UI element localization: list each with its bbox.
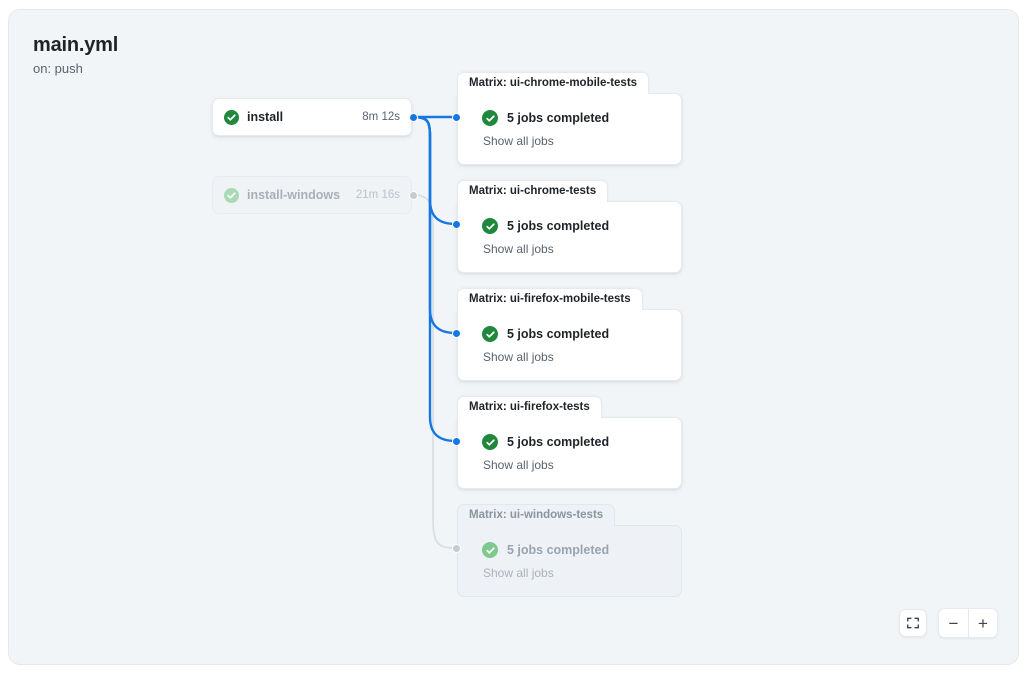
edge-install-to-ui-firefox-tests (413, 115, 457, 443)
edge-install-to-ui-chrome-tests (413, 115, 457, 226)
show-all-jobs-link[interactable]: Show all jobs (483, 350, 554, 364)
matrix-status-row: 5 jobs completed (482, 110, 663, 126)
matrix-status-text: 5 jobs completed (507, 435, 610, 449)
matrix-tab-label[interactable]: Matrix: ui-firefox-tests (457, 396, 602, 418)
matrix-card-body[interactable]: 5 jobs completed Show all jobs (457, 309, 682, 381)
workflow-canvas[interactable]: main.yml on: push install 8m 12s install… (8, 9, 1019, 665)
matrix-tab-label[interactable]: Matrix: ui-windows-tests (457, 504, 616, 526)
status-success-icon (482, 218, 498, 234)
handle-target-ui-chrome-mobile-tests[interactable] (452, 113, 461, 122)
job-name: install (247, 110, 284, 124)
matrix-card-body[interactable]: 5 jobs completed Show all jobs (457, 201, 682, 273)
status-success-icon (482, 326, 498, 342)
handle-target-ui-windows-tests[interactable] (452, 544, 461, 553)
handle-target-ui-chrome-tests[interactable] (452, 220, 461, 229)
matrix-card-body[interactable]: 5 jobs completed Show all jobs (457, 525, 682, 597)
status-success-icon (224, 187, 239, 203)
matrix-status-text: 5 jobs completed (507, 111, 610, 125)
zoom-in-button[interactable]: + (968, 609, 997, 637)
edge-install-to-ui-firefox-mobile-tests (413, 115, 457, 335)
matrix-group-ui-firefox-tests[interactable]: Matrix: ui-firefox-tests 5 jobs complete… (457, 396, 682, 489)
status-success-icon (482, 434, 498, 450)
fit-view-icon (907, 617, 919, 629)
plus-icon: + (978, 613, 988, 633)
job-name: install-windows (247, 188, 341, 202)
zoom-out-button[interactable]: − (939, 609, 968, 637)
matrix-tab-label[interactable]: Matrix: ui-chrome-tests (457, 180, 609, 202)
handle-target-ui-firefox-mobile-tests[interactable] (452, 329, 461, 338)
canvas-controls: − + (899, 608, 998, 638)
matrix-status-row: 5 jobs completed (482, 326, 663, 342)
workflow-header: main.yml on: push (33, 32, 118, 78)
matrix-status-text: 5 jobs completed (507, 327, 610, 341)
workflow-title: main.yml (33, 34, 119, 56)
status-success-icon (224, 109, 239, 125)
matrix-group-ui-chrome-tests[interactable]: Matrix: ui-chrome-tests 5 jobs completed… (457, 180, 682, 273)
matrix-status-text: 5 jobs completed (507, 543, 610, 557)
handle-source-install[interactable] (409, 113, 418, 122)
workflow-trigger: on: push (33, 61, 83, 76)
matrix-status-row: 5 jobs completed (482, 434, 663, 450)
fit-view-button[interactable] (899, 609, 927, 637)
matrix-group-ui-windows-tests[interactable]: Matrix: ui-windows-tests 5 jobs complete… (457, 504, 682, 597)
status-success-icon (482, 110, 498, 126)
job-node-install[interactable]: install 8m 12s (212, 98, 412, 136)
zoom-controls: − + (938, 608, 998, 638)
matrix-tab-label[interactable]: Matrix: ui-chrome-mobile-tests (457, 72, 650, 94)
matrix-status-row: 5 jobs completed (482, 542, 663, 558)
job-duration: 21m 16s (355, 189, 400, 201)
status-success-icon (482, 542, 498, 558)
job-duration: 8m 12s (362, 111, 400, 123)
show-all-jobs-link[interactable]: Show all jobs (483, 458, 554, 472)
show-all-jobs-link[interactable]: Show all jobs (483, 566, 554, 580)
matrix-group-ui-firefox-mobile-tests[interactable]: Matrix: ui-firefox-mobile-tests 5 jobs c… (457, 288, 682, 381)
matrix-card-body[interactable]: 5 jobs completed Show all jobs (457, 417, 682, 489)
handle-target-ui-firefox-tests[interactable] (452, 437, 461, 446)
show-all-jobs-link[interactable]: Show all jobs (483, 242, 554, 256)
matrix-group-ui-chrome-mobile-tests[interactable]: Matrix: ui-chrome-mobile-tests 5 jobs co… (457, 72, 682, 165)
matrix-tab-label[interactable]: Matrix: ui-firefox-mobile-tests (457, 288, 643, 310)
matrix-card-body[interactable]: 5 jobs completed Show all jobs (457, 93, 682, 165)
handle-source-install-windows[interactable] (409, 191, 418, 200)
show-all-jobs-link[interactable]: Show all jobs (483, 134, 554, 148)
edge-install-windows-to-ui-windows-tests (413, 194, 457, 549)
matrix-status-text: 5 jobs completed (507, 219, 610, 233)
job-node-install-windows[interactable]: install-windows 21m 16s (212, 176, 412, 214)
minus-icon: − (948, 613, 959, 633)
matrix-status-row: 5 jobs completed (482, 218, 663, 234)
